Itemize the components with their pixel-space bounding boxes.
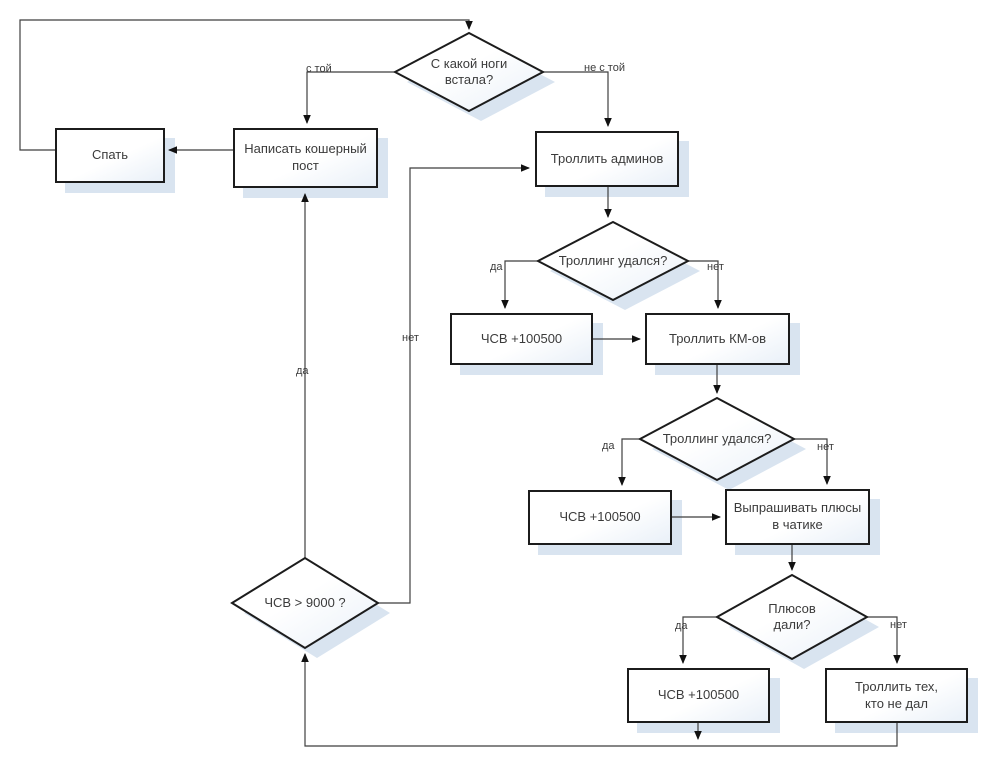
node-troll-admins: Троллить админов (535, 131, 679, 187)
decision-trolling-ok-2 (637, 396, 797, 482)
connectors (19, 19, 901, 747)
decision-pluses-given (714, 573, 870, 661)
connector-ok2-yes-to-chsv2 (618, 438, 640, 486)
node-beg-pluses: Выпрашивать плюсы в чатике (725, 489, 870, 545)
connector-pluses-yes-to-chsv3 (679, 616, 717, 664)
connector-bottom-loop-to-chsv9000 (301, 653, 898, 747)
node-chsv-3: ЧСВ +100500 (627, 668, 770, 723)
decision-chsv-over-9000 (230, 556, 380, 650)
node-write-post: Написать кошерный пост (233, 128, 378, 188)
connector-wake-no-to-troll-admins (543, 71, 612, 127)
connector-wake-yes-to-write-post (303, 71, 395, 124)
connector-ok1-no-to-troll-kms (688, 260, 722, 309)
connector-pluses-no-to-troll-nongivers (867, 616, 901, 664)
decision-diamonds (230, 31, 870, 661)
node-sleep: Спать (55, 128, 165, 183)
decision-wake-question (392, 31, 546, 113)
connector-ok2-no-to-beg-pluses (794, 438, 831, 485)
decision-trolling-ok-1 (535, 220, 691, 302)
node-chsv-1: ЧСВ +100500 (450, 313, 593, 365)
node-chsv-2: ЧСВ +100500 (528, 490, 672, 545)
connector-ok1-yes-to-chsv1 (501, 260, 538, 309)
node-troll-kms: Троллить КМ-ов (645, 313, 790, 365)
node-troll-nongivers: Троллить тех, кто не дал (825, 668, 968, 723)
connector-chsv9000-no-to-troll-admins (378, 164, 530, 604)
connector-sleep-loop-to-wake (19, 19, 473, 151)
